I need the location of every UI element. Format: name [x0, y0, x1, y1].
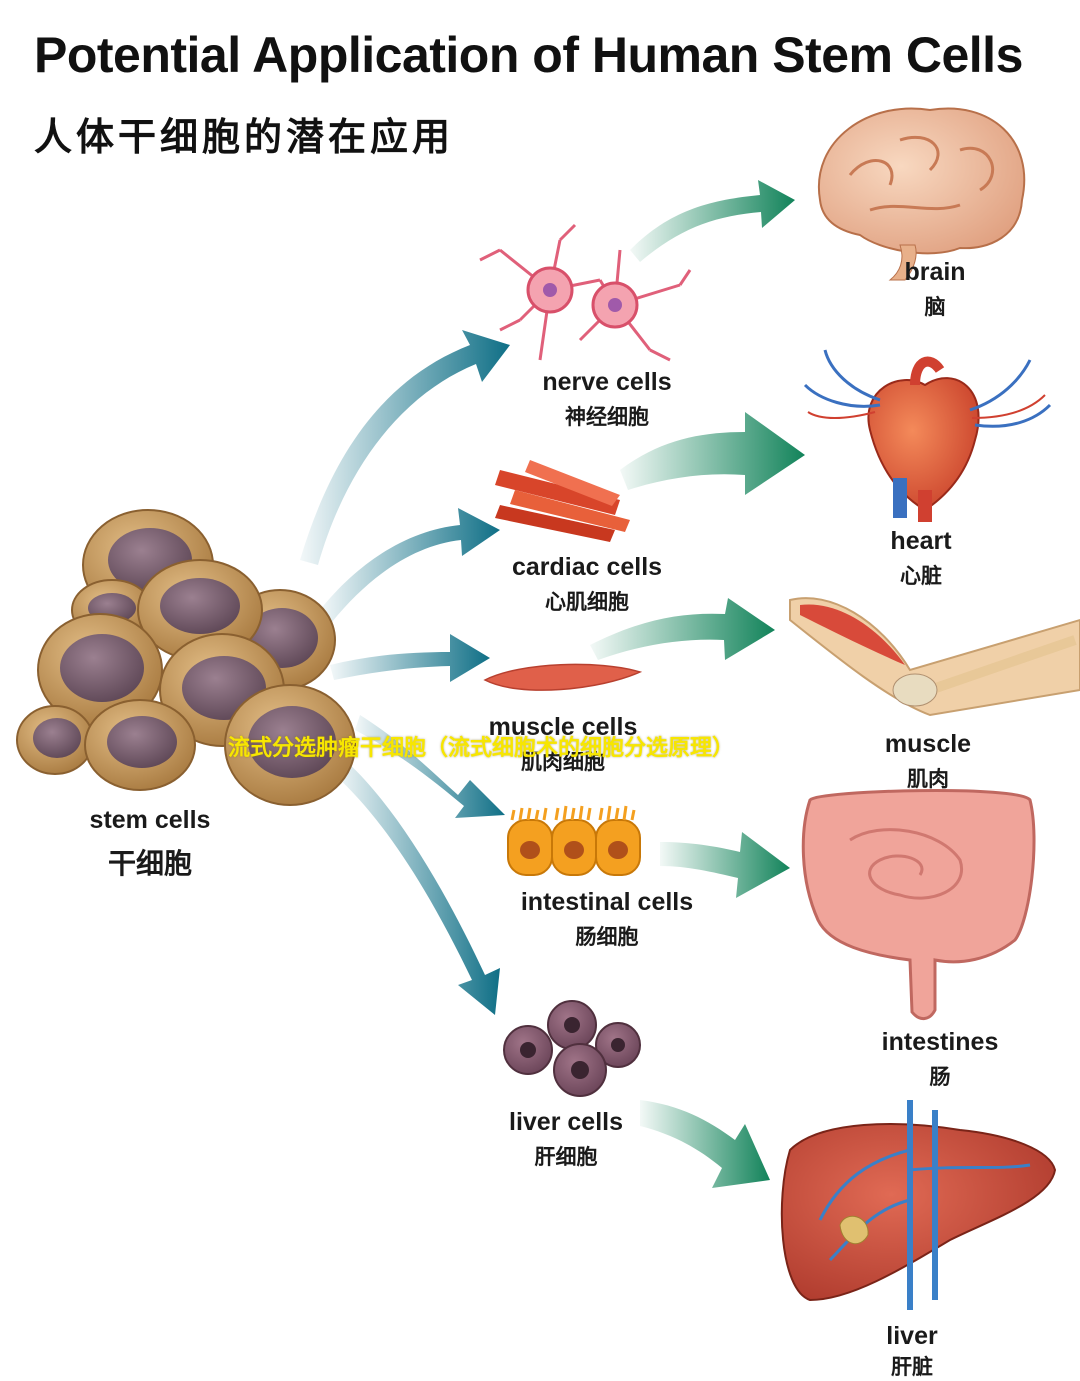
arrow-to-heart	[620, 412, 805, 495]
arrow-to-liver	[640, 1100, 770, 1188]
arrow-to-nerve-cells	[300, 330, 510, 565]
stem-cells-label-en: stem cells	[89, 806, 211, 834]
page-subtitle: 人体干细胞的潜在应用	[34, 115, 455, 159]
nerve-cells-label-zh: 神经细胞	[564, 405, 649, 429]
liver-cells-label-en: liver cells	[509, 1108, 623, 1136]
nerve-cells-label: nerve cells 神经细胞	[542, 368, 671, 431]
cardiac-cells-illustration	[495, 460, 630, 542]
watermark-text: 流式分选肿瘤干细胞（流式细胞术的细胞分选原理）	[228, 736, 735, 761]
heart-label-zh: 心脏	[899, 564, 942, 588]
intestinal-cells-label: intestinal cells 肠细胞	[521, 888, 693, 951]
arrow-to-intestinal-cells	[355, 715, 505, 818]
muscle-cells-illustration	[483, 663, 643, 691]
intestines-illustration	[801, 789, 1036, 1020]
brain-label: brain 脑	[904, 258, 965, 321]
cardiac-cells-label-zh: 心肌细胞	[545, 590, 629, 614]
intestines-label: intestines 肠	[882, 1028, 999, 1091]
intestines-label-zh: 肠	[929, 1065, 951, 1089]
heart-label-en: heart	[890, 527, 952, 555]
arrow-to-muscle	[590, 598, 775, 660]
arrow-to-muscle-cells	[330, 634, 490, 682]
brain-label-en: brain	[904, 258, 966, 286]
muscle-label-en: muscle	[884, 730, 972, 758]
liver-cells-illustration	[503, 1000, 641, 1097]
arrow-to-intestines	[660, 832, 790, 898]
cardiac-cells-label-en: cardiac cells	[511, 553, 663, 581]
intestinal-cells-label-en: intestinal cells	[520, 888, 694, 916]
liver-illustration	[780, 1100, 1057, 1310]
brain-label-zh: 脑	[924, 295, 946, 319]
liver-cells-label: liver cells 肝细胞	[509, 1108, 623, 1171]
arrow-to-brain	[630, 180, 795, 262]
liver-cells-label-zh: 肝细胞	[534, 1145, 598, 1169]
intestinal-cells-label-zh: 肠细胞	[575, 925, 639, 949]
arrow-to-liver-cells	[335, 760, 500, 1015]
muscle-cells-label-zh: 肌肉细胞	[521, 750, 605, 774]
liver-label-zh: 肝脏	[891, 1355, 933, 1379]
muscle-cells-label-en: muscle cells	[488, 713, 638, 741]
stem-cells-label-zh-wrap: 干细胞	[108, 838, 192, 882]
stem-cells-label: stem cells	[90, 806, 211, 835]
muscle-label-zh: 肌肉	[906, 767, 949, 791]
page-title: Potential Application of Human Stem Cell…	[34, 27, 1023, 83]
heart-label: heart 心脏	[890, 527, 951, 590]
stem-cells-illustration	[16, 509, 356, 806]
heart-illustration	[803, 349, 1052, 522]
nerve-cells-illustration	[479, 223, 692, 362]
cardiac-cells-label: cardiac cells 心肌细胞	[512, 553, 662, 616]
intestinal-cells-illustration	[507, 805, 641, 876]
nerve-cells-label-en: nerve cells	[542, 368, 672, 396]
muscle-cells-label: muscle cells 肌肉细胞	[489, 713, 638, 776]
liver-label: liver 肝脏	[886, 1322, 937, 1381]
arrow-to-cardiac-cells	[320, 508, 500, 622]
muscle-illustration	[789, 597, 1080, 717]
stem-cells-label-zh: 干细胞	[107, 847, 193, 880]
intestines-label-en: intestines	[881, 1028, 999, 1056]
brain-illustration	[817, 107, 1026, 281]
liver-label-en: liver	[886, 1322, 938, 1350]
muscle-label: muscle 肌肉	[885, 730, 971, 793]
